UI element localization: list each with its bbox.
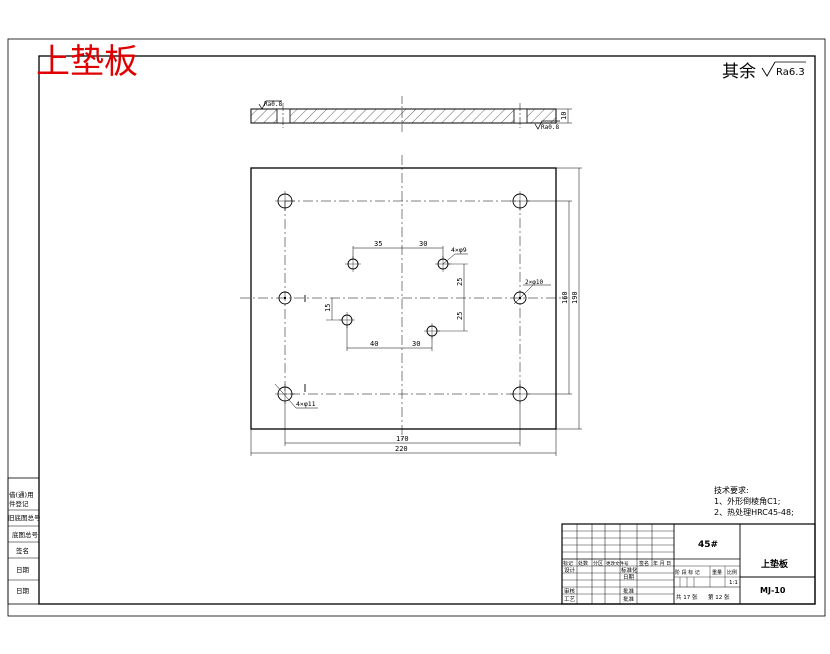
red-title: 上垫板 xyxy=(36,42,138,82)
plate-outline xyxy=(250,167,557,430)
margin-c2: 旧底图总号 xyxy=(8,513,41,522)
tb-scale-value: 1:1 xyxy=(729,580,738,586)
dim-30: 30 xyxy=(419,240,427,248)
tb-sheets-total: 共 17 张 xyxy=(676,593,698,601)
margin-c3: 底图总号 xyxy=(12,530,39,539)
tb-h-zone: 分区 xyxy=(593,560,603,567)
roughness-symbol-icon xyxy=(761,61,806,77)
pin-hole xyxy=(278,291,292,305)
dim-40: 40 xyxy=(370,340,378,348)
outer-frame xyxy=(7,38,826,617)
tb-process: 工艺 xyxy=(564,596,576,603)
section-view: Ra0.8 Ra0.8 10 xyxy=(250,96,572,132)
tb-sheet-no: 第 12 张 xyxy=(708,593,730,601)
dim-220: 220 xyxy=(395,445,408,453)
section-left-roughness: Ra0.8 xyxy=(264,101,282,108)
corner-hole xyxy=(275,191,295,211)
tech-heading: 技术要求: xyxy=(714,485,749,495)
bolt-circle-rect xyxy=(284,200,521,395)
plan-view: 35 30 4×φ9 25 25 2×φ10 15 40 30 4×φ11 xyxy=(240,155,582,456)
tb-drawing-no: MJ-10 xyxy=(760,586,786,595)
section-hatch xyxy=(250,108,557,124)
tb-h-count: 处数 xyxy=(578,560,588,567)
dim-25a: 25 xyxy=(456,278,464,286)
tb-h-mark: 标记 xyxy=(563,560,573,567)
tb-weight: 重量 xyxy=(712,569,722,576)
dim-35: 35 xyxy=(374,240,382,248)
dim-170: 170 xyxy=(396,435,409,443)
margin-c5: 日期 xyxy=(16,566,30,574)
inner-frame xyxy=(38,55,816,605)
tb-part-name: 上垫板 xyxy=(761,558,789,570)
left-margin-table: 借(通)用 件登记 旧底图总号 底图总号 签名 日期 日期 xyxy=(7,477,41,605)
dim-30b: 30 xyxy=(412,340,420,348)
tb-scale: 比例 xyxy=(727,569,737,576)
dim-160: 160 xyxy=(561,291,569,304)
margin-c1: 借(通)用 xyxy=(9,490,34,499)
tb-h-date: 年 月 日 xyxy=(653,560,671,567)
tb-design: 设计 xyxy=(564,566,576,574)
margin-c1b: 件登记 xyxy=(9,499,29,508)
note-2xd10: 2×φ10 xyxy=(525,279,543,286)
tb-approve: 批准 xyxy=(623,595,635,603)
note-4xd9: 4×φ9 xyxy=(451,246,467,254)
section-right-roughness: Ra0.8 xyxy=(541,124,559,131)
tb-check: 审核 xyxy=(564,587,576,595)
margin-c4: 签名 xyxy=(16,546,29,555)
tech-requirements: 技术要求: 1、外形倒棱角C1; 2、热处理HRC45-48; xyxy=(714,485,794,517)
margin-c6: 日期 xyxy=(16,587,30,595)
dim-190: 190 xyxy=(571,291,579,304)
note-4xd11: 4×φ11 xyxy=(296,400,316,408)
tb-approve-lbl: 批准 xyxy=(623,587,635,595)
tech-item-2: 2、热处理HRC45-48; xyxy=(714,507,794,517)
tb-h-sign: 签名 xyxy=(639,560,649,567)
title-block: 标记 处数 分区 更改文件号 签名 年 月 日 设计 标准化 日期 审核 批准 … xyxy=(561,523,816,605)
tb-sign-date: 日期 xyxy=(623,574,635,581)
dim-thickness: 10 xyxy=(560,112,568,120)
tb-standardize: 标准化 xyxy=(621,566,638,574)
tb-material: 45# xyxy=(698,540,718,550)
roughness-prefix: 其余 xyxy=(722,62,756,82)
roughness-value: Ra6.3 xyxy=(776,67,805,78)
tb-h-docno: 更改文件号 xyxy=(606,560,629,567)
tech-item-1: 1、外形倒棱角C1; xyxy=(714,496,780,506)
dim-25b: 25 xyxy=(456,312,464,320)
tb-stage: 阶 段 标 记 xyxy=(675,569,700,576)
dim-15: 15 xyxy=(324,304,332,312)
